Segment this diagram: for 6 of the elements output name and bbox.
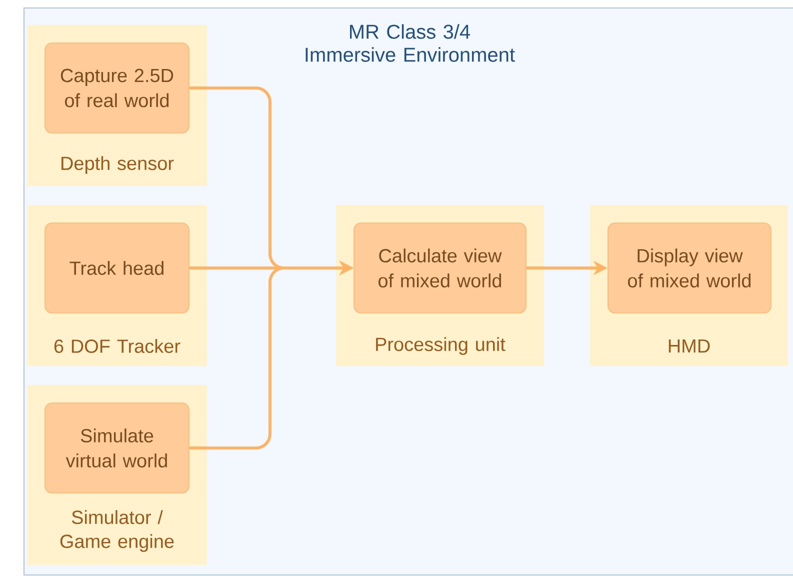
process-box: Display view of mixed world [608, 222, 772, 314]
process-box: Capture 2.5D of real world [44, 42, 190, 134]
process-box: Track head [44, 222, 190, 314]
process-box: Simulate virtual world [44, 402, 190, 494]
process-box: Calculate view of mixed world [354, 222, 526, 314]
title: MR Class 3/4 Immersive Environment [306, 24, 515, 62]
